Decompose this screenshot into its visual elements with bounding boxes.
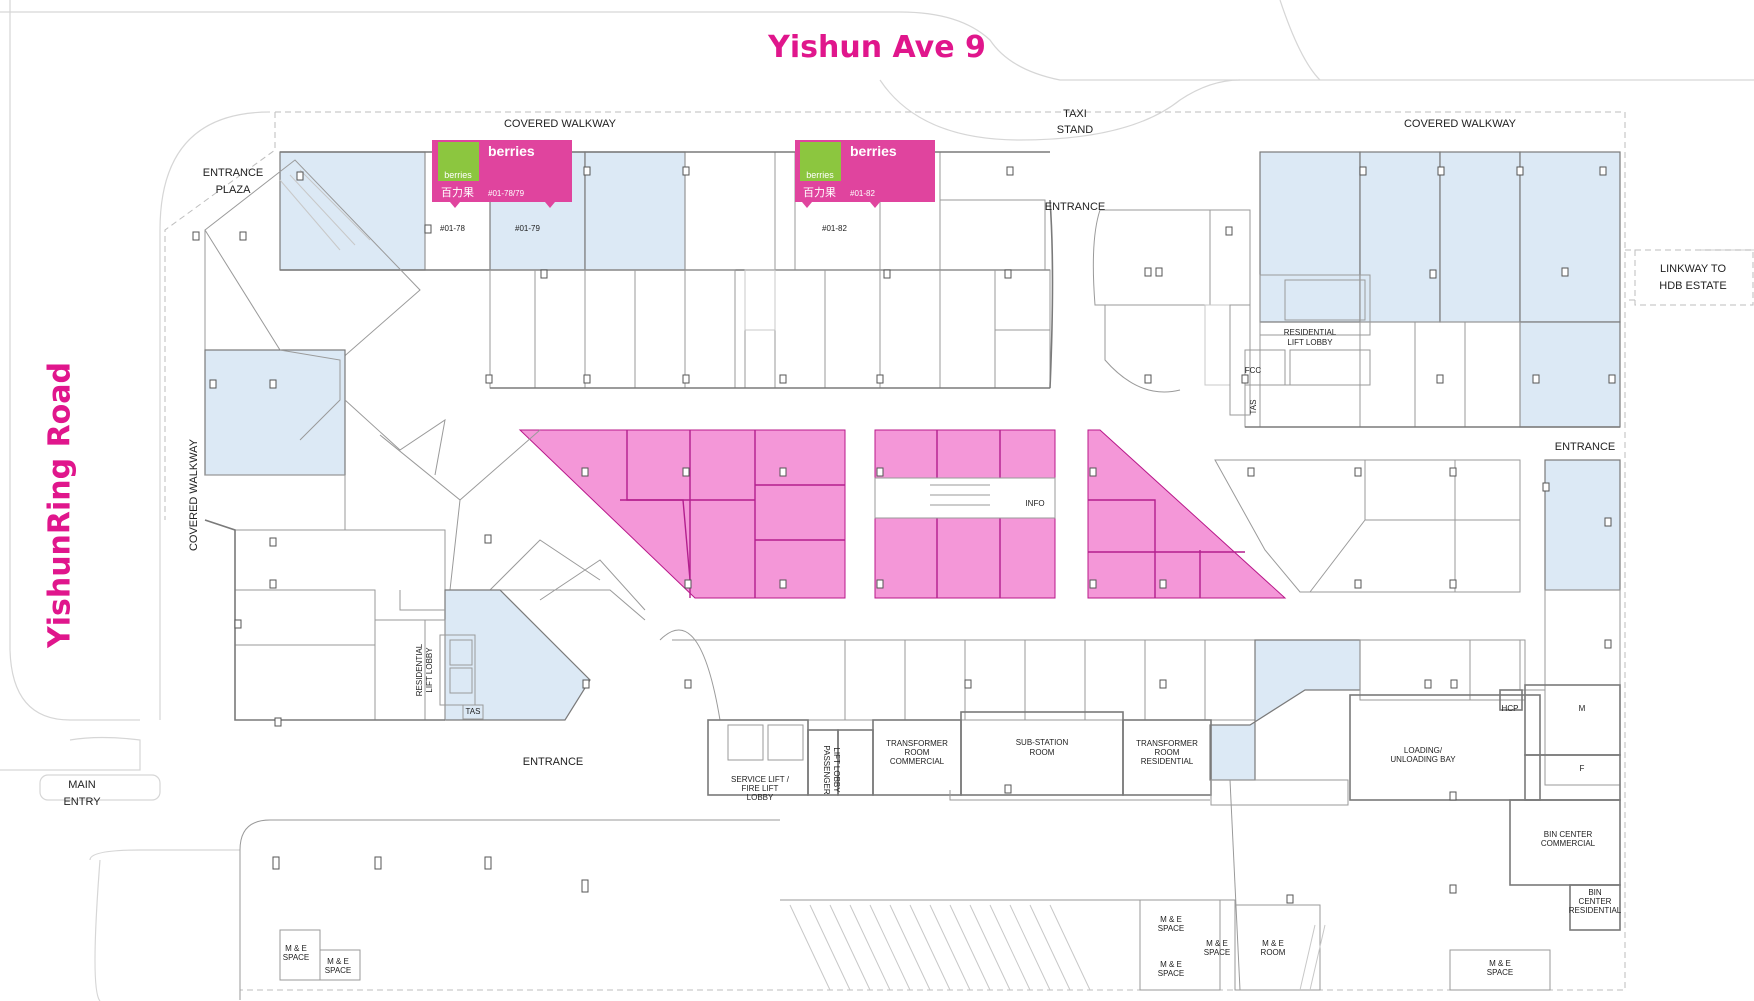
- highlight-block-center-top: [874, 429, 1056, 479]
- unit-number: #01-78: [440, 224, 465, 233]
- substation-room-label: ROOM: [1030, 748, 1055, 757]
- berries-logo-icon: [438, 142, 479, 181]
- me-room-label: M & E: [1262, 939, 1284, 948]
- me-space-label: M & E: [327, 957, 349, 966]
- transformer-room-commercial-label: ROOM: [905, 748, 930, 757]
- north-east-shops: [1092, 151, 1621, 428]
- bin-center-commercial-label: COMMERCIAL: [1541, 839, 1596, 848]
- transformer-room-residential-label: RESIDENTIAL: [1141, 757, 1194, 766]
- covered-walkway-label: COVERED WALKWAY: [1404, 118, 1517, 130]
- service-lift-label: SERVICE LIFT /: [731, 775, 790, 784]
- passenger-lift-label: PASSENGER: [822, 745, 831, 794]
- berries-logo-icon: [800, 142, 841, 181]
- me-space-label: SPACE: [325, 966, 352, 975]
- south-service-area: [239, 779, 1551, 1000]
- me-space-label: SPACE: [1158, 924, 1185, 933]
- service-lift-label: LOBBY: [747, 793, 774, 802]
- me-space-label: SPACE: [283, 953, 310, 962]
- south-shops: [659, 629, 1545, 781]
- info-label: INFO: [1025, 499, 1044, 508]
- tenant-chinese-name: 百力果: [803, 186, 836, 199]
- linkway-label: LINKWAY TO: [1660, 263, 1726, 275]
- unit-number: #01-79: [515, 224, 540, 233]
- unit-number: #01-82: [822, 224, 847, 233]
- transformer-room-residential-label: ROOM: [1155, 748, 1180, 757]
- me-space-label: SPACE: [1158, 969, 1185, 978]
- west-shops: [204, 159, 646, 721]
- me-space-label: M & E: [285, 944, 307, 953]
- loading-bay-label: LOADING/: [1404, 746, 1443, 755]
- unit-corner-nw: [279, 151, 426, 271]
- transformer-room-commercial-label: COMMERCIAL: [890, 757, 945, 766]
- tas-label: TAS: [466, 707, 481, 716]
- service-lift-label: FIRE LIFT: [742, 784, 779, 793]
- hcp-label: HCP: [1502, 704, 1519, 713]
- road-label-yishun-ave-9: Yishun Ave 9: [768, 30, 986, 65]
- entrance-label: ENTRANCE: [1555, 441, 1616, 453]
- me-space-label: M & E: [1160, 915, 1182, 924]
- tenant-marker-berries-1[interactable]: berries berries 百力果 #01-78/79: [432, 140, 572, 208]
- covered-walkway-label: COVERED WALKWAY: [188, 438, 200, 551]
- me-space-label: SPACE: [1204, 948, 1231, 957]
- entrance-label: ENTRANCE: [523, 756, 584, 768]
- entrance-plaza-label: ENTRANCE: [203, 167, 264, 179]
- tenant-unit: #01-82: [850, 189, 875, 198]
- entrance-plaza-label: PLAZA: [216, 184, 252, 196]
- bin-center-residential-label: CENTER: [1579, 897, 1612, 906]
- substation-room-label: SUB-STATION: [1016, 738, 1069, 747]
- transformer-room-commercial-label: TRANSFORMER: [886, 739, 948, 748]
- highlight-block-west: [518, 429, 846, 599]
- loading-bay-label: UNLOADING BAY: [1390, 755, 1456, 764]
- residential-lift-lobby-label: LIFT LOBBY: [425, 647, 434, 693]
- me-room-label: ROOM: [1261, 948, 1286, 957]
- me-space-label: M & E: [1160, 960, 1182, 969]
- transformer-room-residential-label: TRANSFORMER: [1136, 739, 1198, 748]
- bin-center-residential-label: RESIDENTIAL: [1569, 906, 1622, 915]
- main-entry-label: MAIN: [68, 779, 96, 791]
- covered-walkway-label: COVERED WALKWAY: [504, 118, 617, 130]
- passenger-lift-label: LIFT LOBBY: [832, 747, 841, 793]
- residential-lift-lobby-label: RESIDENTIAL: [415, 643, 424, 696]
- bin-center-residential-label: BIN: [1588, 888, 1602, 897]
- me-space-label: M & E: [1489, 959, 1511, 968]
- tas-label: TAS: [1249, 400, 1258, 415]
- residential-lift-lobby-label: RESIDENTIAL: [1284, 328, 1337, 337]
- me-space-label: SPACE: [1487, 968, 1514, 977]
- north-shops: [279, 151, 1054, 389]
- taxi-stand-label: TAXI: [1063, 108, 1087, 120]
- tenant-logo-text: berries: [444, 170, 472, 180]
- bin-center-commercial-label: BIN CENTER: [1544, 830, 1593, 839]
- site-outline: [164, 111, 1754, 991]
- tenant-name: berries: [850, 143, 897, 159]
- f-label: F: [1580, 764, 1585, 773]
- linkway-label: HDB ESTATE: [1659, 280, 1726, 292]
- highlighted-units: [518, 429, 1287, 599]
- main-entry-label: ENTRY: [63, 796, 101, 808]
- east-shops: [1214, 459, 1621, 786]
- highlight-block-center-bottom: [874, 517, 1056, 599]
- structural-columns: [192, 166, 1616, 904]
- service-rooms: [707, 684, 1621, 931]
- tenant-marker-berries-2[interactable]: berries berries 百力果 #01-82: [795, 140, 935, 208]
- fcc-label: FCC: [1245, 366, 1262, 375]
- me-space-label: M & E: [1206, 939, 1228, 948]
- map-labels: COVERED WALKWAY COVERED WALKWAY TAXI STA…: [63, 108, 1726, 978]
- entrance-label: ENTRANCE: [1045, 201, 1106, 213]
- tenant-name: berries: [488, 143, 535, 159]
- tenant-logo-text: berries: [806, 170, 834, 180]
- highlight-block-east: [1087, 429, 1287, 599]
- tenant-chinese-name: 百力果: [441, 186, 474, 199]
- taxi-stand-label: STAND: [1057, 124, 1094, 136]
- tenant-unit: #01-78/79: [488, 189, 525, 198]
- residential-lift-lobby-label: LIFT LOBBY: [1287, 338, 1333, 347]
- m-label: M: [1579, 704, 1586, 713]
